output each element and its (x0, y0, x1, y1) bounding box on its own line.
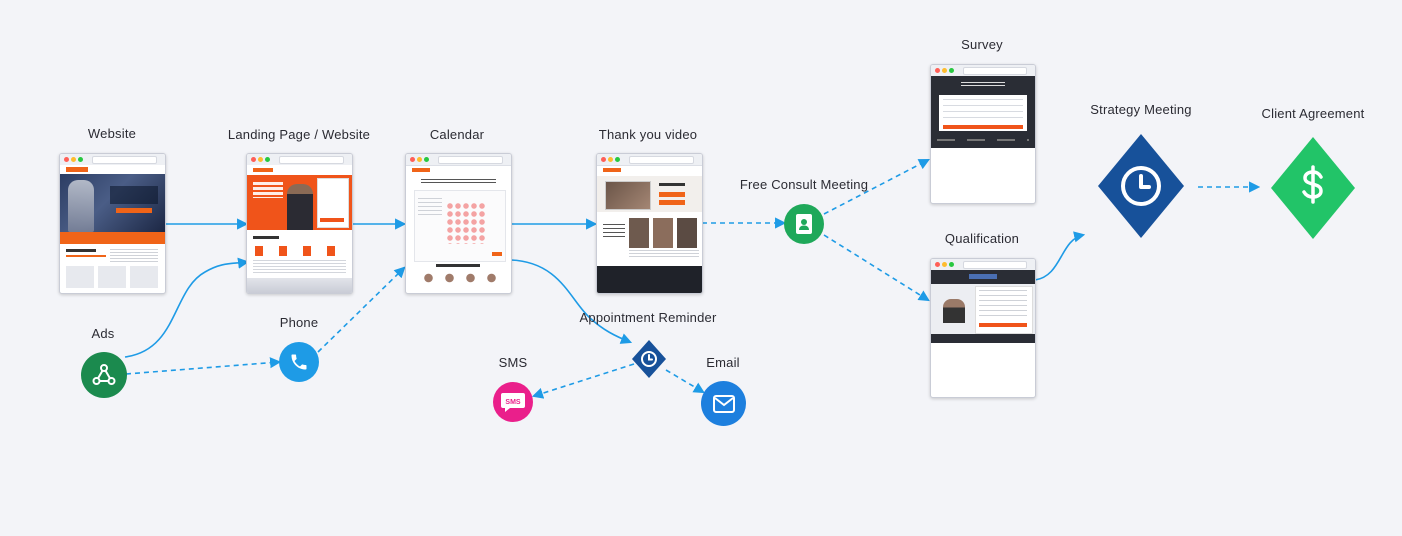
sms-icon-text: SMS (505, 399, 521, 406)
browser-toolbar (406, 154, 511, 166)
site-logo (66, 167, 88, 172)
next-steps-button-2 (659, 200, 685, 205)
survey-title (961, 82, 1005, 87)
label-calendar: Calendar (429, 127, 485, 142)
label-ads: Ads (91, 326, 115, 341)
clock-icon (632, 340, 666, 378)
label-appointment-reminder: Appointment Reminder (579, 310, 717, 325)
next-steps-button-1 (659, 192, 685, 197)
team-captions (629, 250, 699, 258)
cal-days (446, 202, 486, 244)
arrow-qualification-to-strategy (1034, 231, 1086, 281)
hero-form-button (320, 218, 344, 222)
hero-statue (68, 180, 94, 232)
phone-node[interactable] (279, 342, 319, 382)
share-nodes-icon (92, 364, 116, 385)
label-website: Website (87, 126, 137, 141)
section-text-right (110, 249, 158, 263)
label-email: Email (706, 355, 740, 370)
label-phone: Phone (279, 315, 319, 330)
sms-node[interactable]: SMS (493, 382, 533, 422)
stats-strip (60, 232, 165, 244)
site-logo (412, 168, 430, 172)
contact-card-icon (796, 214, 812, 234)
feature-icons (255, 246, 345, 256)
label-thank-you-video: Thank you video (598, 127, 698, 142)
site-logo (603, 168, 621, 172)
envelope-icon (712, 394, 735, 413)
team-avatars (418, 272, 500, 284)
clock-icon (1098, 134, 1184, 238)
team-heading (436, 264, 480, 267)
label-strategy-meeting: Strategy Meeting (1090, 102, 1192, 117)
browser-toolbar (931, 65, 1035, 77)
hero-headline (253, 182, 283, 198)
phone-icon (291, 354, 307, 370)
dark-footer (597, 266, 702, 293)
arrow-phone-to-calendar (317, 266, 406, 353)
label-sms: SMS (498, 355, 528, 370)
section-title (66, 249, 96, 252)
landing-page-thumbnail[interactable] (246, 153, 353, 294)
arrow-ads-to-landing (124, 257, 250, 358)
label-qualification: Qualification (944, 231, 1020, 246)
qual-form-lines (979, 290, 1027, 320)
label-survey: Survey (961, 37, 1003, 52)
dollar-icon (1271, 137, 1355, 239)
client-agreement-node[interactable] (1271, 137, 1355, 239)
next-steps-title (659, 183, 685, 186)
site-logo (253, 168, 273, 172)
cal-button (492, 252, 502, 256)
strategy-meeting-node[interactable] (1098, 134, 1184, 238)
why-choose-title (253, 236, 279, 239)
browser-toolbar (247, 154, 352, 166)
qual-footer (931, 334, 1035, 343)
thank-you-video-thumbnail[interactable] (596, 153, 703, 294)
site-nav (247, 165, 352, 175)
label-client-agreement: Client Agreement (1261, 106, 1365, 121)
website-thumbnail[interactable] (59, 153, 166, 294)
label-landing-page: Landing Page / Website (227, 127, 371, 142)
hero-cta (116, 208, 152, 213)
survey-thumbnail[interactable] (930, 64, 1036, 204)
arrow-consult-to-survey (823, 158, 930, 215)
hero-person (287, 184, 313, 230)
cal-info (418, 198, 442, 218)
feature-grid (66, 266, 159, 288)
arrow-ads-to-phone (125, 357, 282, 375)
arrow-calendar-to-reminder (510, 259, 633, 344)
email-node[interactable] (701, 381, 746, 426)
arrow-consult-to-qualification (823, 234, 930, 302)
video-frame (605, 181, 651, 210)
section-text (66, 255, 106, 257)
arrow-reminder-to-sms (531, 363, 635, 399)
cal-heading (421, 179, 496, 185)
label-free-consult-meeting: Free Consult Meeting (739, 177, 869, 192)
qualification-thumbnail[interactable] (930, 258, 1036, 398)
arrow-reminder-to-email (665, 369, 705, 394)
team-photos (629, 218, 699, 248)
survey-submit (943, 125, 1023, 129)
qual-logo (969, 274, 997, 279)
qual-person (943, 299, 965, 323)
survey-fields (943, 99, 1023, 123)
team-intro (603, 224, 625, 240)
sms-bubble-icon: SMS (501, 393, 525, 412)
footer-band (247, 278, 352, 293)
free-consult-node[interactable] (784, 204, 824, 244)
survey-footer-links (937, 139, 1029, 141)
browser-toolbar (597, 154, 702, 166)
feature-text (253, 260, 346, 274)
calendar-thumbnail[interactable] (405, 153, 512, 294)
hero-headline-box (110, 186, 158, 204)
ads-node[interactable] (81, 352, 127, 398)
qual-submit (979, 323, 1027, 327)
appointment-reminder-node[interactable] (632, 340, 666, 378)
